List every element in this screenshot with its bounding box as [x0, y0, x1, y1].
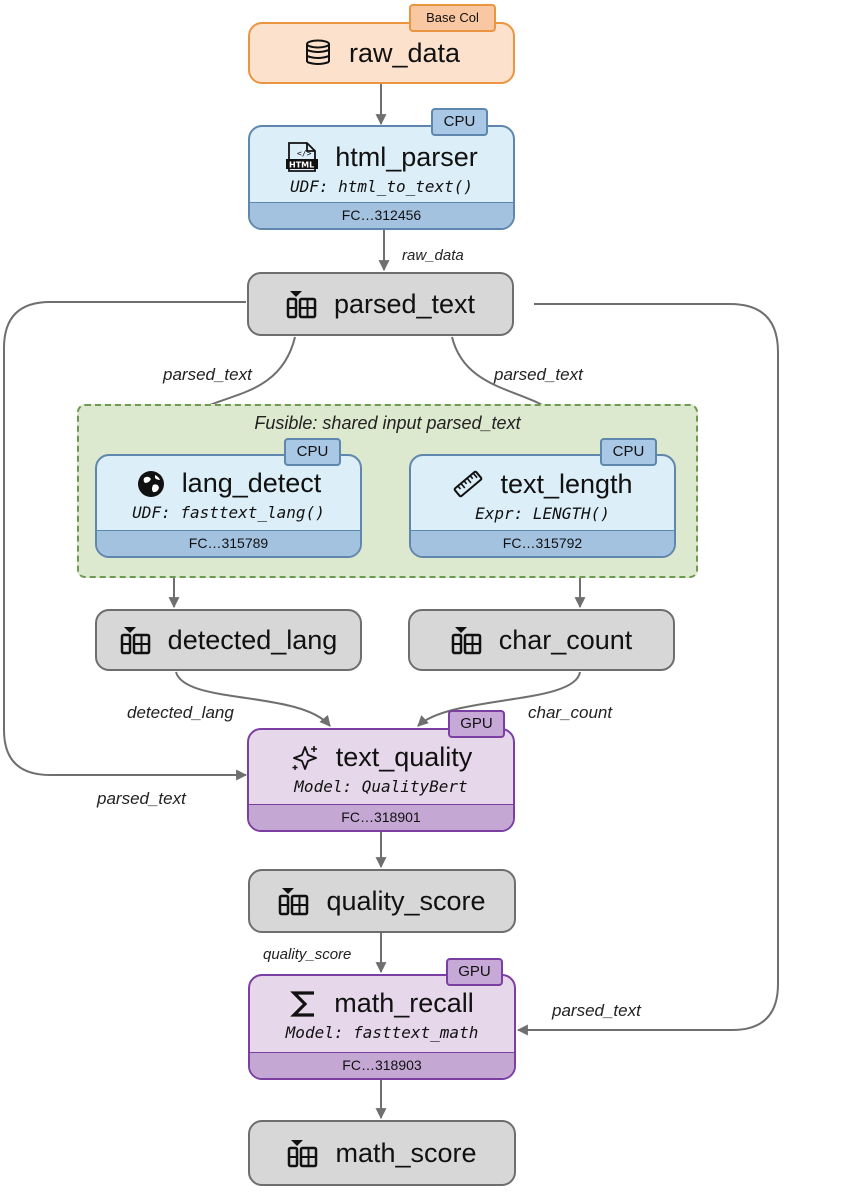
node-text-quality[interactable]: text_quality Model: QualityBert FC…31890…	[247, 728, 515, 832]
edge-label-parsed-to-length: parsed_text	[494, 365, 583, 384]
node-html-parser-badge: CPU	[431, 108, 488, 136]
node-lang-detect[interactable]: lang_detect UDF: fasttext_lang() FC…3157…	[95, 454, 362, 558]
node-quality-score-title: quality_score	[326, 885, 486, 916]
node-text-length-badge: CPU	[600, 438, 657, 466]
node-text-length-sub: Expr: LENGTH()	[475, 504, 610, 523]
svg-text:</>: </>	[297, 149, 312, 158]
column-icon	[287, 1138, 319, 1168]
node-math-recall-footer: FC…318903	[250, 1052, 514, 1078]
node-text-quality-footer: FC…318901	[249, 804, 513, 830]
edge-label-quality-to-math: quality_score	[263, 946, 352, 963]
node-html-parser-footer: FC…312456	[250, 202, 513, 228]
node-lang-detect-badge: CPU	[284, 438, 341, 466]
edge-char-to-quality	[417, 671, 581, 727]
node-lang-detect-sub: UDF: fasttext_lang()	[132, 503, 325, 522]
node-raw-data-title-row: raw_data	[303, 38, 460, 69]
node-math-score-title: math_score	[335, 1137, 477, 1168]
sparkle-icon	[290, 743, 320, 773]
edge-label-parsed-to-math: parsed_text	[552, 1001, 641, 1020]
node-lang-detect-footer: FC…315789	[97, 530, 360, 556]
node-text-quality-badge: GPU	[448, 710, 505, 738]
svg-text:HTML: HTML	[289, 161, 314, 170]
ruler-icon	[452, 468, 484, 500]
node-math-recall-badge: GPU	[446, 958, 503, 986]
node-char-count-title-row: char_count	[451, 624, 633, 656]
column-icon	[451, 625, 483, 655]
sigma-icon	[290, 989, 318, 1019]
node-math-recall-sub: Model: fasttext_math	[285, 1023, 479, 1042]
column-icon	[278, 886, 310, 916]
node-text-length-title-row: text_length	[411, 468, 674, 500]
node-parsed-text-title-row: parsed_text	[286, 289, 475, 320]
edge-label-raw-to-parsed: raw_data	[402, 247, 464, 264]
column-icon	[286, 289, 318, 319]
globe-icon	[136, 469, 166, 499]
node-parsed-text[interactable]: parsed_text	[247, 272, 514, 336]
node-math-recall-title-row: math_recall	[250, 988, 514, 1019]
node-text-length-footer: FC…315792	[411, 530, 674, 556]
node-raw-data-badge: Base Col	[409, 4, 496, 32]
column-icon	[120, 625, 152, 655]
node-math-recall-title: math_recall	[334, 988, 474, 1018]
edge-label-parsed-to-quality: parsed_text	[97, 789, 186, 808]
node-char-count[interactable]: char_count	[408, 609, 675, 671]
fusible-group-label: Fusible: shared input parsed_text	[254, 413, 521, 433]
node-math-score[interactable]: math_score	[248, 1120, 516, 1186]
node-text-length[interactable]: text_length Expr: LENGTH() FC…315792	[409, 454, 676, 558]
node-lang-detect-title-row: lang_detect	[97, 468, 360, 499]
node-html-parser-sub: UDF: html_to_text()	[289, 177, 474, 196]
node-quality-score-title-row: quality_score	[278, 885, 486, 917]
edge-detected-to-quality	[175, 671, 331, 727]
database-icon	[303, 38, 333, 68]
node-lang-detect-title: lang_detect	[181, 468, 322, 498]
node-text-quality-title: text_quality	[335, 742, 473, 772]
node-raw-data-title: raw_data	[348, 37, 461, 68]
node-detected-lang[interactable]: detected_lang	[95, 609, 362, 671]
node-detected-lang-title-row: detected_lang	[120, 624, 338, 656]
node-quality-score[interactable]: quality_score	[248, 869, 516, 933]
node-math-score-title-row: math_score	[287, 1137, 477, 1169]
node-html-parser-title: html_parser	[335, 141, 478, 172]
node-parsed-text-title: parsed_text	[333, 288, 476, 319]
node-html-parser-title-row: </> HTML html_parser	[250, 141, 513, 173]
node-char-count-title: char_count	[498, 624, 633, 655]
edge-label-parsed-to-lang: parsed_text	[163, 365, 252, 384]
node-raw-data[interactable]: raw_data	[248, 22, 515, 84]
node-text-quality-title-row: text_quality	[249, 742, 513, 773]
edge-parsed-to-math	[516, 303, 779, 1036]
node-text-length-title: text_length	[500, 468, 633, 499]
node-math-recall[interactable]: math_recall Model: fasttext_math FC…3189…	[248, 974, 516, 1080]
edge-parsed-to-quality	[3, 301, 248, 781]
node-text-quality-sub: Model: QualityBert	[294, 777, 468, 796]
node-detected-lang-title: detected_lang	[167, 624, 338, 655]
edge-label-char-to-quality: char_count	[528, 703, 613, 722]
node-html-parser[interactable]: </> HTML html_parser UDF: html_to_text()…	[248, 125, 515, 230]
html-file-icon: </> HTML	[285, 141, 319, 173]
edge-label-detected-to-quality: detected_lang	[127, 703, 234, 722]
